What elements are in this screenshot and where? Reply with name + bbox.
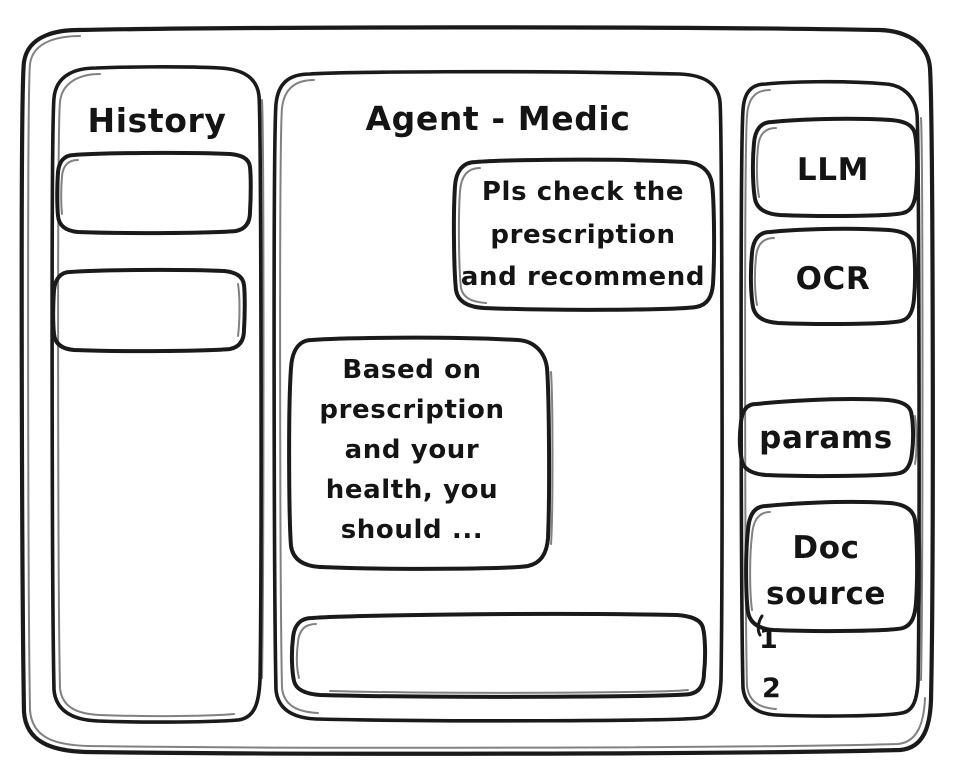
history-title: History bbox=[87, 101, 226, 140]
doc-source-card-label-line-2: source bbox=[766, 576, 886, 612]
doc-source-list-item-2[interactable]: 2 bbox=[762, 673, 781, 704]
assistant-message-line-2: prescription bbox=[319, 395, 504, 425]
params-card-label: params bbox=[759, 420, 893, 456]
tools-panel bbox=[739, 79, 924, 718]
assistant-message-line-5: should ... bbox=[341, 515, 484, 545]
history-item-2[interactable] bbox=[51, 267, 247, 354]
assistant-message-line-1: Based on bbox=[342, 355, 481, 385]
assistant-message-line-3: and your bbox=[345, 435, 480, 465]
window-frame bbox=[19, 25, 935, 756]
llm-card-label: LLM bbox=[797, 152, 869, 188]
doc-source-list-item-1[interactable]: 1 bbox=[759, 624, 778, 655]
agent-panel bbox=[272, 69, 724, 723]
agent-header: Agent - Medic bbox=[365, 99, 630, 138]
message-bubble-user bbox=[451, 157, 717, 312]
history-panel bbox=[50, 65, 265, 724]
ocr-card-label: OCR bbox=[796, 261, 871, 297]
message-bubble-assistant bbox=[287, 335, 554, 571]
user-message-line-2: prescription bbox=[490, 220, 675, 250]
params-card[interactable] bbox=[737, 397, 918, 479]
ocr-card[interactable] bbox=[748, 226, 918, 327]
doc-source-connector bbox=[756, 614, 764, 637]
doc-source-card[interactable] bbox=[744, 499, 922, 634]
user-message-line-3: and recommend bbox=[461, 262, 705, 292]
message-input[interactable] bbox=[289, 611, 708, 699]
doc-source-card-label-line-1: Doc bbox=[792, 530, 859, 566]
history-item-1[interactable] bbox=[55, 150, 253, 236]
user-message-line-1: Pls check the bbox=[482, 177, 684, 207]
assistant-message-line-4: health, you bbox=[326, 475, 498, 505]
llm-card[interactable] bbox=[750, 116, 920, 219]
